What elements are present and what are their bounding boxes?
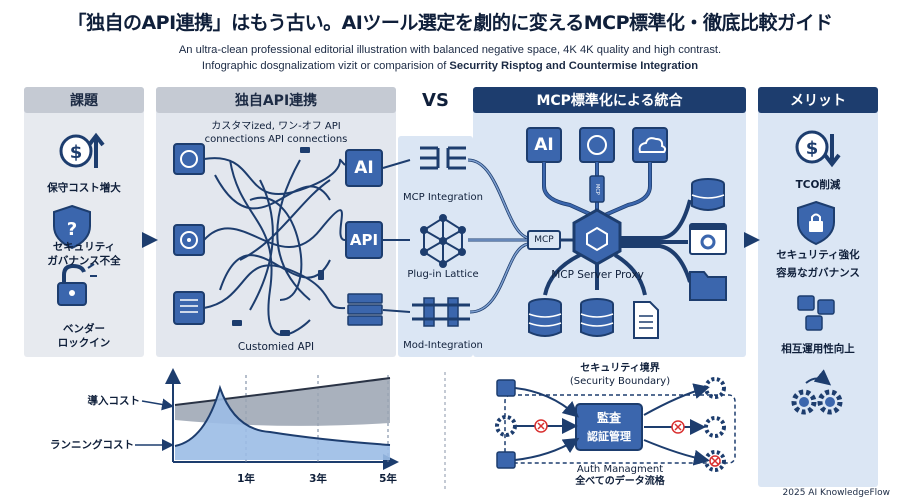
chart-label-running-cost: ランニングコスト — [50, 439, 134, 451]
cable-plugs — [232, 147, 324, 336]
mcp-ai-box: AI — [534, 135, 554, 155]
security-bottom-line2: 全べてのデータ流格 — [575, 476, 665, 487]
blocked-x-icon — [671, 420, 685, 434]
browser-settings-icon — [689, 223, 727, 255]
blocked-x-icon — [709, 455, 721, 467]
middle-label-mcp-integration: MCP Integration — [403, 192, 483, 203]
svg-text:$: $ — [806, 138, 819, 159]
middle-label-plugin-lattice: Plug-in Lattice — [407, 269, 479, 280]
issue-maintenance-cost: 保守コスト増大 — [47, 182, 121, 194]
chart-tick-1y: 1年 — [237, 473, 255, 485]
openai-icon — [579, 127, 615, 163]
mcp-tag: MCP — [534, 235, 554, 245]
coin-down-icon: $ — [795, 130, 841, 168]
security-bottom-line1: Auth Managment — [576, 464, 664, 475]
chart-tick-3y: 3年 — [309, 473, 327, 485]
footer-credit: 2025 AI KnowledgeFlow — [782, 488, 890, 498]
subtitle-line1: An ultra-clean professional editorial il… — [178, 44, 722, 56]
subtitle-line2: Infographic dosgnalizatiom vizit or comp… — [0, 60, 900, 72]
file-icon — [633, 301, 659, 339]
openai-icon — [173, 143, 205, 175]
merit-governance: 容易なガバナンス — [776, 267, 860, 279]
issue-lockin: ロックイン — [57, 337, 111, 349]
tangled-cables — [203, 157, 346, 336]
issue-governance: ガバナンス不全 — [47, 255, 121, 267]
custom-caption-line1: カスタマized, ワン-オフ API — [211, 121, 341, 132]
vs-label: VS — [422, 89, 449, 111]
custom-ai-box: AI — [354, 158, 374, 178]
custom-caption-line2: connections API connections — [204, 134, 348, 145]
database-icon — [580, 298, 614, 337]
puzzle-icon — [797, 295, 835, 331]
merits-header: メリット — [758, 87, 878, 113]
merit-interop: 相互運用性向上 — [781, 343, 855, 355]
cost-chart — [135, 368, 399, 470]
security-boundary — [495, 377, 736, 472]
integration-circuit-icon — [420, 146, 466, 170]
blocked-x-icon — [534, 419, 548, 433]
broken-lock-icon — [57, 263, 97, 306]
shield-lock-icon — [797, 200, 835, 246]
lattice-icon — [420, 214, 466, 268]
database-icon — [528, 298, 562, 337]
mcp-server-hub-icon — [572, 208, 622, 266]
disc-icon — [173, 224, 205, 256]
custom-footer: Customied API — [237, 341, 315, 353]
merit-tco: TCO削減 — [795, 179, 841, 191]
page-title: 「独自のAPI連携」はもう古い。AIツール選定を劇的に変えるMCP標準化・徹底比… — [67, 12, 833, 34]
chart-label-intro-cost: 導入コスト — [87, 395, 141, 407]
svg-text:?: ? — [67, 219, 77, 240]
security-center-line1: 監査 — [596, 411, 621, 425]
security-title-line2: (Security Boundary) — [569, 376, 671, 387]
merit-security: セキュリティ強化 — [776, 249, 860, 261]
subtitle-mid: vizit or comparision of — [335, 60, 450, 72]
coin-up-icon: $ — [59, 132, 105, 168]
issues-header: 課題 — [24, 87, 144, 113]
subtitle-bold: Securrity Risptog and Countermise Integr… — [449, 60, 699, 72]
mcp-proxy-label: MCP Server Proxy — [551, 269, 644, 281]
issue-vendor: ベンダー — [63, 323, 105, 335]
server-stack-icon — [347, 293, 383, 326]
issue-security: セキュリティ — [52, 241, 116, 253]
database-icon — [691, 178, 725, 211]
gears-icon — [791, 369, 843, 415]
mod-connector-icon — [412, 297, 470, 327]
chart-tick-5y: 5年 — [379, 473, 397, 485]
middle-label-mod-integration: Mod-Integration — [403, 340, 483, 351]
document-icon — [173, 291, 205, 325]
shield-question-icon: ? — [53, 204, 91, 250]
custom-api-box: API — [349, 231, 379, 249]
folder-icon — [689, 271, 727, 301]
svg-text:$: $ — [70, 142, 83, 163]
custom-header: 独自API連携 — [156, 87, 396, 113]
subtitle-prefix: Infographic dosgnalizatiom — [201, 60, 336, 72]
mcp-small-tag: MCP — [594, 183, 600, 195]
mcp-header: MCP標準化による統合 — [473, 87, 746, 113]
cloud-icon — [632, 127, 668, 163]
security-title-line1: セキュリティ境界 — [580, 363, 660, 374]
security-center-line2: 認証管理 — [587, 430, 631, 443]
